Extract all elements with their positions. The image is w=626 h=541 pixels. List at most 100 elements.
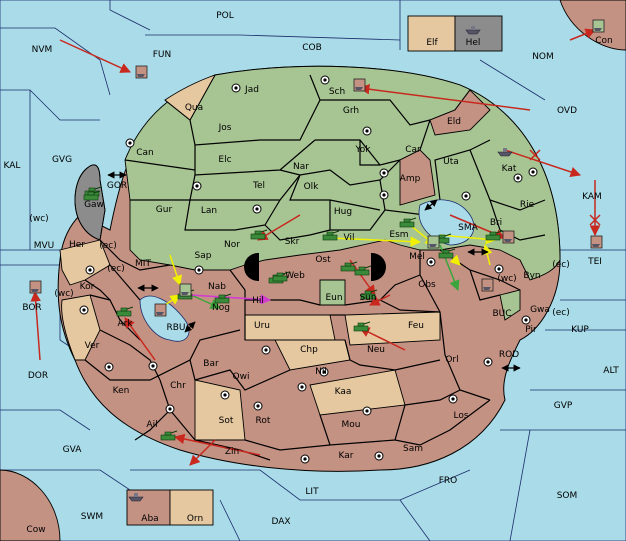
fleet-icon[interactable] [497,148,513,157]
army-icon[interactable] [83,190,101,201]
coast-label: (ec) [552,308,570,318]
sea-label-gor: GOR [107,181,127,191]
supply-center-icon [382,171,386,175]
sea-label-nom: NOM [532,52,554,62]
coast-label: (ec) [99,241,117,251]
sea-label-tei: TEI [587,257,602,267]
army-icon[interactable] [214,293,232,304]
land-label-hug: Hug [334,207,352,217]
army-icon[interactable] [438,248,456,259]
land-label-rie: Rie [520,200,535,210]
land-label-eld: Eld [447,117,461,127]
land-label-hil: Hil [252,296,264,306]
region-orn[interactable] [169,489,214,526]
sea-label-bor: BOR [22,303,41,313]
land-label-sam: Sam [403,444,423,454]
sea-label-cob: COB [302,43,322,53]
fleet-icon[interactable] [179,283,192,297]
land-label-kaa: Kaa [335,387,352,397]
supply-center-icon [323,78,327,82]
region-eld[interactable] [429,89,491,136]
sea-label-con: Con [595,36,613,46]
land-label-ark: Ark [117,319,133,329]
army-icon[interactable] [160,430,178,441]
fleet-icon[interactable] [353,78,366,92]
land-label-obs: Obs [418,280,436,290]
supply-center-icon [128,141,132,145]
fleet-icon[interactable] [465,26,481,35]
fleet-icon[interactable] [427,235,440,249]
fleet-icon[interactable] [154,303,167,317]
region-amp[interactable] [399,149,436,206]
supply-center-icon [531,170,535,174]
sea-label-rod: ROD [499,350,519,360]
army-icon[interactable] [354,265,372,276]
sea-label-kup: KUP [571,325,589,335]
land-label-ost: Ost [315,255,331,265]
land-label-kar: Kar [339,451,354,461]
fleet-icon[interactable] [135,65,148,79]
sea-label-dor: DOR [28,371,48,381]
fleet-icon[interactable] [590,235,603,249]
land-label-gwa: Gwa [530,305,550,315]
coast-label: (ec) [107,264,125,274]
sea-label-gva: GVA [63,445,83,455]
army-icon[interactable] [485,230,503,241]
land-label-vil: Vil [344,233,355,243]
army-icon[interactable] [353,321,371,332]
supply-center-icon [365,129,369,133]
sea-label-alt: ALT [603,366,619,376]
sea-rbu [139,295,190,342]
sea-label-som: SOM [557,491,578,501]
land-label-byn: Byn [523,271,540,281]
sea-label-pol: POL [216,11,234,21]
land-label-rot: Rot [256,416,271,426]
land-label-jos: Jos [218,123,232,133]
sea-label-cow: Cow [26,525,45,535]
fleet-icon[interactable] [29,280,42,294]
land-label-qwi: Qwi [233,372,250,382]
region-hel[interactable] [454,15,503,52]
region-qua[interactable] [164,74,216,121]
land-label-web: Web [285,271,305,281]
land-label-mel: Mel [409,252,425,262]
army-icon[interactable] [272,271,290,282]
land-label-nab: Nab [208,282,226,292]
land-label-zin: Zin [225,447,239,457]
impassable-east [372,253,386,281]
land-label-nog: Nog [212,303,230,313]
fleet-icon[interactable] [502,230,515,244]
army-icon[interactable] [399,217,417,228]
army-icon[interactable] [250,229,268,240]
fleet-icon[interactable] [128,493,144,502]
sea-label-kal: KAL [4,161,21,171]
supply-center-icon [234,86,238,90]
army-icon[interactable] [360,289,378,300]
region-sot[interactable] [194,379,246,441]
land-label-kor: Kor [80,282,95,292]
brown-borders [84,239,521,461]
supply-center-icon [322,370,326,374]
land-label-pir: Pir [525,325,537,335]
land-label-grh: Grh [343,106,359,116]
coast-label: (ec) [552,260,570,270]
units [29,19,605,502]
region-ver[interactable] [61,294,101,361]
fleet-icon[interactable] [592,19,605,33]
sea-label-nvm: NVM [32,45,53,55]
impassable-west [244,253,258,281]
land-label-chr: Chr [170,381,186,391]
sea-label-dax: DAX [271,517,290,527]
supply-center-icon [195,184,199,188]
land-label-sot: Sot [219,416,234,426]
land-label-elc: Elc [218,155,231,165]
region-gwa[interactable] [499,289,521,321]
army-icon[interactable] [340,261,358,272]
region-elf[interactable] [407,15,456,52]
fleet-icon[interactable] [481,278,494,292]
sea-label-rbu: RBU [166,323,185,333]
army-icon[interactable] [322,230,340,241]
army-icon[interactable] [116,306,134,317]
